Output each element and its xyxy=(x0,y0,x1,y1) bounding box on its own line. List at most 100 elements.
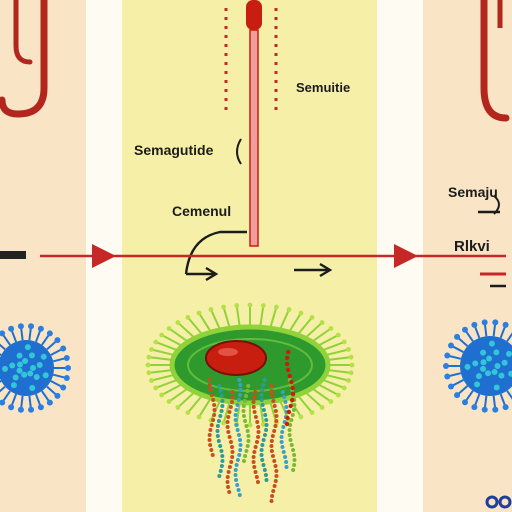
cilium xyxy=(325,373,349,382)
strand-bead xyxy=(220,459,225,463)
cilium xyxy=(168,387,189,403)
virus-spot xyxy=(21,371,28,378)
cilium xyxy=(304,391,323,409)
virus-spike xyxy=(0,343,6,351)
strand-bead xyxy=(218,389,223,393)
strand-bead xyxy=(270,434,275,438)
right-vessel-hook xyxy=(480,0,510,122)
strand-bead xyxy=(280,430,285,434)
virus-spike-tip xyxy=(46,330,53,337)
virus-body xyxy=(0,340,54,396)
strand-bead xyxy=(242,459,247,463)
cilium xyxy=(161,383,183,396)
virus-spot xyxy=(508,370,512,377)
virus-spot xyxy=(10,382,17,389)
virus-spike-tip xyxy=(462,326,469,333)
strand-bead xyxy=(287,433,292,437)
strand-bead xyxy=(284,355,290,361)
strand-bead xyxy=(260,403,265,407)
virus-spot xyxy=(9,362,16,369)
cilium xyxy=(259,305,265,328)
strand-bead xyxy=(219,464,224,468)
strand-bead xyxy=(285,367,291,373)
strand-bead xyxy=(264,428,269,432)
strand-bead xyxy=(287,373,292,379)
virus-spike-tip xyxy=(443,363,449,369)
cilium-tip xyxy=(145,362,151,368)
strand-bead xyxy=(273,464,278,468)
strand-bead xyxy=(284,465,289,469)
strand-bead xyxy=(263,473,268,477)
strand-bead xyxy=(245,444,250,448)
strand-bead xyxy=(273,424,278,428)
strand-bead xyxy=(220,399,225,403)
cilium xyxy=(296,394,313,414)
cell-cilia xyxy=(145,302,355,428)
cilium-tip xyxy=(175,320,181,325)
strand-bead xyxy=(209,423,214,427)
strand-bead xyxy=(288,403,293,409)
cilium-tip xyxy=(286,307,292,312)
virus-spike-tip xyxy=(60,345,67,352)
virus-spot xyxy=(493,384,500,391)
strand-bead xyxy=(233,468,238,472)
cilium-tip xyxy=(328,326,334,331)
main-arrow-head-left xyxy=(92,244,116,268)
cilium-tip xyxy=(159,332,165,338)
strand-bead xyxy=(289,379,294,385)
strand-bead xyxy=(237,493,242,497)
virus-spot xyxy=(33,374,40,381)
strand-bead xyxy=(246,434,251,438)
cilium-tip xyxy=(146,354,152,360)
cilium xyxy=(296,316,313,336)
strand-bead xyxy=(261,463,266,467)
cilium xyxy=(311,387,332,403)
strand-bead xyxy=(274,469,279,473)
virus-spike-tip xyxy=(481,319,488,326)
virus-spike-tip xyxy=(444,352,451,359)
strand-bead xyxy=(264,478,269,482)
virus-spike-tip xyxy=(37,404,44,411)
virus-spot xyxy=(472,360,479,367)
strand-bead xyxy=(260,458,265,462)
virus-spike xyxy=(0,380,2,383)
virus-spike-tip xyxy=(0,399,6,406)
strand-bead xyxy=(237,393,242,397)
strand-bead xyxy=(273,409,278,413)
strand-bead xyxy=(253,415,258,419)
virus-spot xyxy=(40,353,47,360)
virus-spot xyxy=(464,363,471,370)
strand-bead xyxy=(208,388,213,392)
strand-bead xyxy=(273,479,278,483)
left-vessel-loop xyxy=(13,0,33,65)
strand-bead xyxy=(241,414,246,418)
cilium-tip xyxy=(298,310,304,316)
virus-spot xyxy=(486,355,493,362)
strand-bead xyxy=(241,409,246,413)
strand-bead xyxy=(209,448,214,452)
virus-spot xyxy=(480,365,487,372)
label-semaju: Semaju xyxy=(448,184,498,200)
strand-bead xyxy=(236,433,241,437)
cilium xyxy=(187,394,204,414)
cilium-tip xyxy=(149,378,154,383)
label-bracket xyxy=(236,138,242,165)
tube-stem xyxy=(249,29,259,247)
virus-spike-tip xyxy=(502,321,509,328)
strand-bead xyxy=(255,420,260,424)
virus-spot xyxy=(30,365,36,371)
virus-spot xyxy=(493,349,500,356)
cilium-tip xyxy=(319,405,325,410)
virus-spot xyxy=(36,362,43,369)
label-rikvi: Rlkvi xyxy=(454,238,490,255)
strand-bead xyxy=(243,419,248,423)
strand-bead xyxy=(269,444,274,448)
cilium-tip xyxy=(346,378,351,383)
strand-bead xyxy=(264,418,269,422)
strand-bead xyxy=(216,439,221,443)
strand-bead xyxy=(236,398,241,402)
virus-spike-tip xyxy=(54,337,61,344)
strand-bead xyxy=(269,499,274,503)
strand-bead xyxy=(289,418,294,422)
